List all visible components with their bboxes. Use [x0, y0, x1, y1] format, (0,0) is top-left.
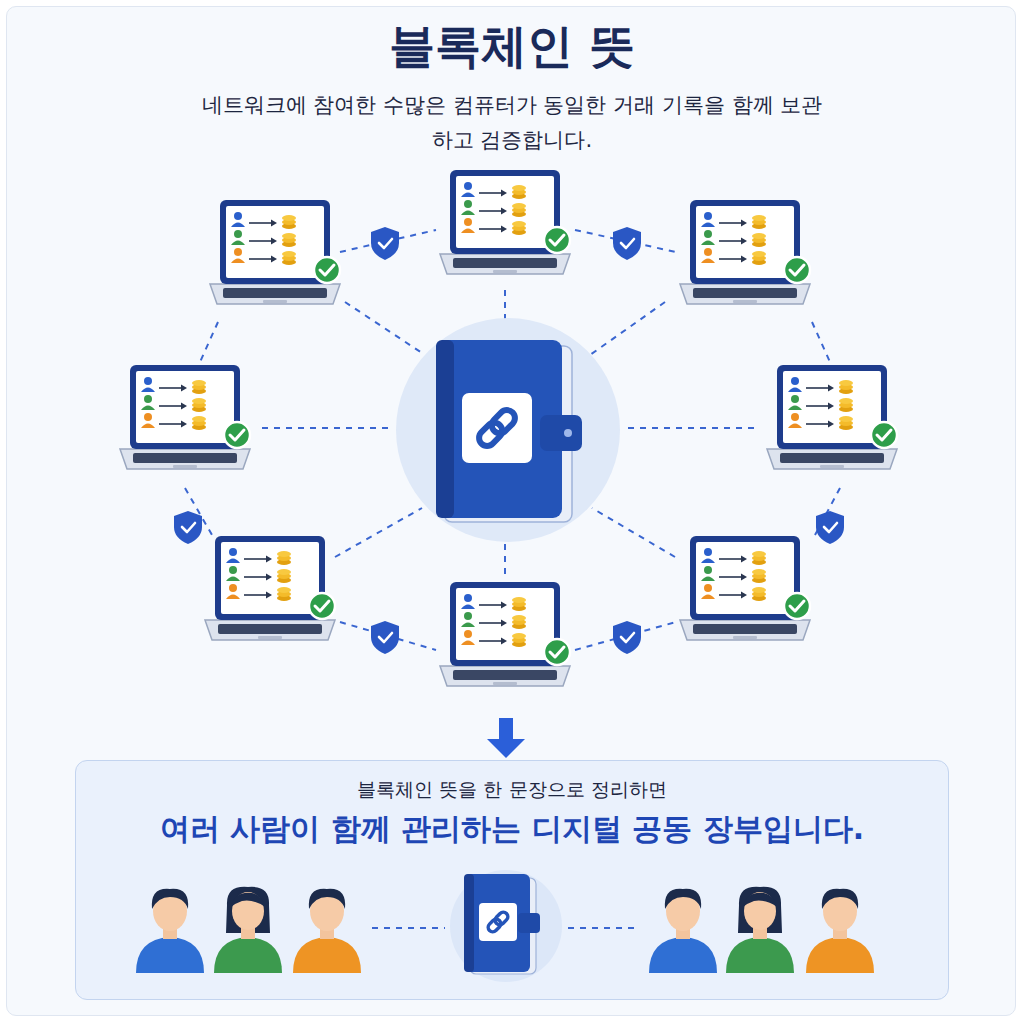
shield-icon [816, 511, 844, 544]
small-ledger-book [450, 870, 562, 982]
laptop [120, 365, 250, 469]
shields [174, 227, 844, 654]
shield-icon [613, 621, 641, 654]
people-links [372, 927, 640, 929]
ledger-book [396, 318, 620, 542]
shield-icon [371, 227, 399, 260]
laptop [680, 200, 810, 304]
person-icon [293, 889, 361, 973]
down-arrow [487, 718, 525, 758]
laptop [767, 365, 897, 469]
laptop [205, 536, 335, 640]
summary-box: 블록체인 뜻을 한 문장으로 정리하면여러 사람이 함께 관리하는 디지털 공동… [75, 760, 949, 1000]
laptop [680, 536, 810, 640]
subtitle-text: 네트워크에 참여한 수많은 컴퓨터가 동일한 거래 기록을 함께 보관하고 검증… [192, 88, 832, 158]
laptop [210, 200, 340, 304]
laptops [120, 170, 897, 686]
main-title: 블록체인 뜻 [112, 16, 912, 78]
shield-icon [174, 511, 202, 544]
person-icon [806, 889, 874, 973]
people-left [136, 887, 361, 973]
people-right [649, 887, 874, 973]
summary-intro: 블록체인 뜻을 한 문장으로 정리하면 [76, 777, 948, 803]
person-icon [214, 887, 282, 973]
laptop [440, 170, 570, 274]
laptop [440, 582, 570, 686]
network-links [185, 230, 840, 650]
person-icon [136, 889, 204, 973]
shield-icon [613, 227, 641, 260]
person-icon [726, 887, 794, 973]
shield-icon [371, 621, 399, 654]
summary-statement: 여러 사람이 함께 관리하는 디지털 공동 장부입니다. [76, 809, 948, 850]
person-icon [649, 889, 717, 973]
